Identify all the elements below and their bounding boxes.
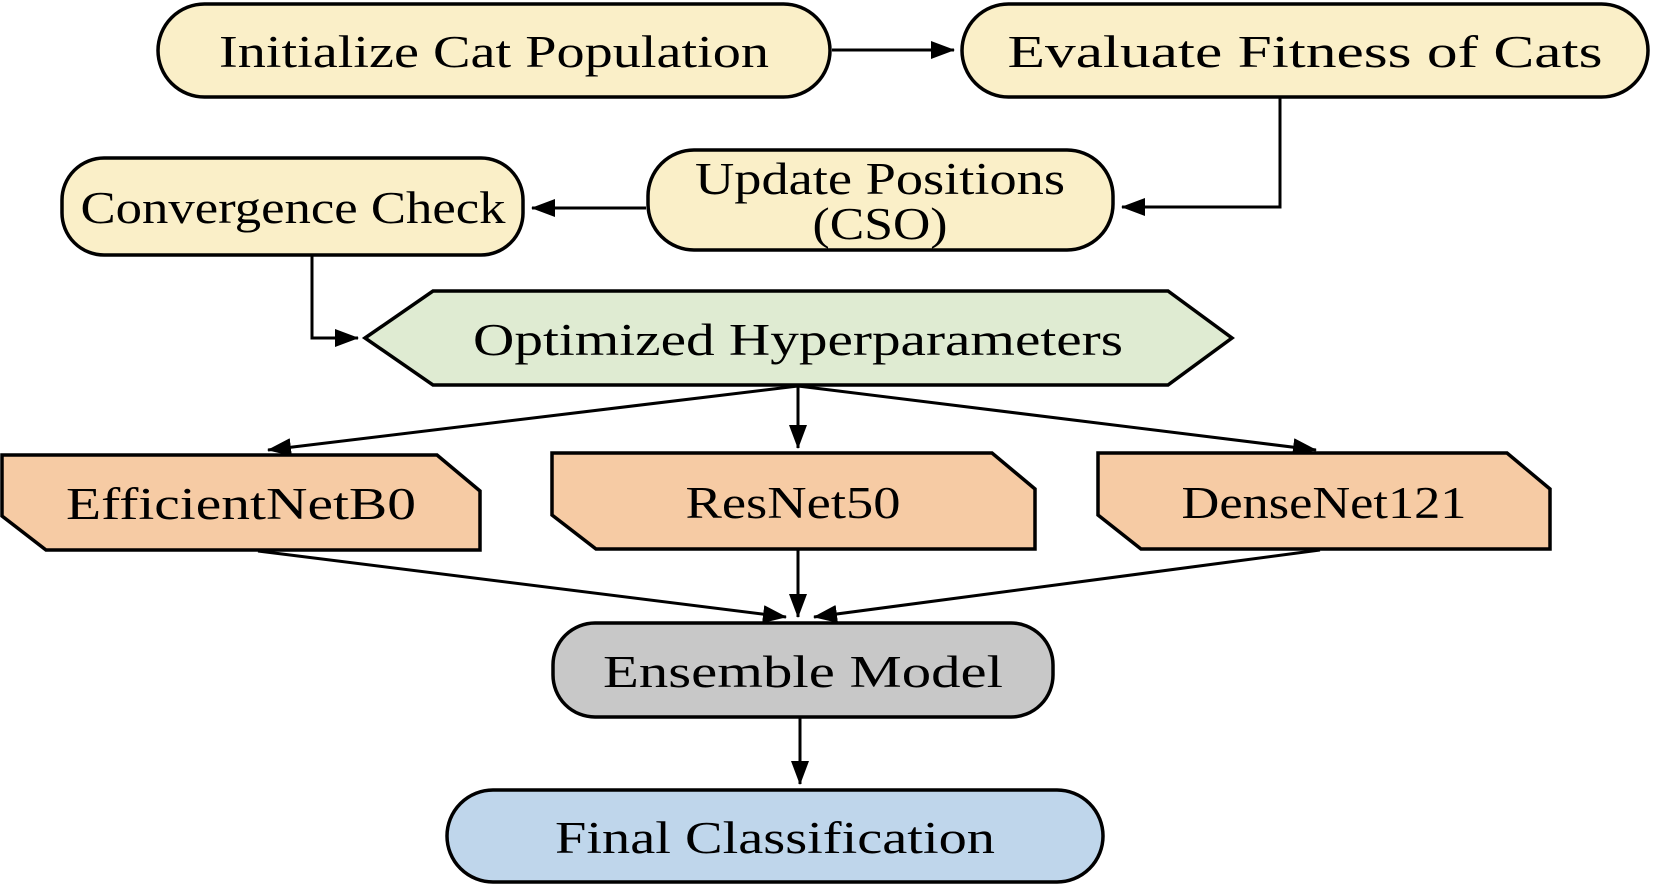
- edge-model1-ensemble: [257, 549, 787, 624]
- node-convergence-check: Convergence Check: [60, 156, 525, 257]
- node-model1-label: EfficientNetB0: [66, 479, 416, 529]
- node-update-label-line2: (CSO): [813, 199, 948, 249]
- node-hyperparams-shape: [361, 289, 1235, 387]
- node-model2-shape: [550, 451, 1037, 551]
- node-final-label: Final Classification: [555, 813, 995, 863]
- edges-layer: [257, 41, 1321, 785]
- node-update-positions-cso: Update Positions (CSO): [646, 148, 1115, 252]
- node-convergence-shape: [60, 156, 525, 257]
- node-ensemble-model: Ensemble Model: [551, 621, 1055, 719]
- edge-evaluate-update: [1121, 98, 1282, 216]
- edge-model3-ensemble: [813, 548, 1321, 623]
- node-update-shape: [646, 148, 1115, 252]
- node-convergence-label: Convergence Check: [81, 183, 507, 233]
- edge-hyperparams-model1: [267, 384, 799, 457]
- node-ensemble-label: Ensemble Model: [603, 647, 1003, 697]
- node-efficientnetb0: EfficientNetB0: [0, 453, 482, 552]
- node-evaluate-label: Evaluate Fitness of Cats: [1008, 27, 1603, 77]
- node-model3-shape: [1096, 451, 1552, 551]
- node-initialize-shape: [156, 2, 832, 99]
- node-final-shape: [445, 788, 1105, 884]
- node-final-classification: Final Classification: [445, 788, 1105, 884]
- edge-convergence-hyperparams: [310, 256, 359, 347]
- node-model2-label: ResNet50: [686, 478, 901, 528]
- node-optimized-hyperparameters: Optimized Hyperparameters: [361, 289, 1235, 387]
- node-resnet50: ResNet50: [550, 451, 1037, 551]
- node-update-label-line1: Update Positions: [695, 154, 1065, 204]
- edge-hyperparams-model3: [797, 384, 1317, 457]
- node-initialize-cat-population: Initialize Cat Population: [156, 2, 832, 99]
- node-hyperparams-label: Optimized Hyperparameters: [473, 315, 1123, 365]
- node-model3-label: DenseNet121: [1182, 478, 1467, 528]
- node-model1-shape: [0, 453, 482, 552]
- node-initialize-label: Initialize Cat Population: [219, 27, 769, 77]
- node-evaluate-fitness: Evaluate Fitness of Cats: [960, 2, 1650, 99]
- node-evaluate-shape: [960, 2, 1650, 99]
- node-ensemble-shape: [551, 621, 1055, 719]
- node-densenet121: DenseNet121: [1096, 451, 1552, 551]
